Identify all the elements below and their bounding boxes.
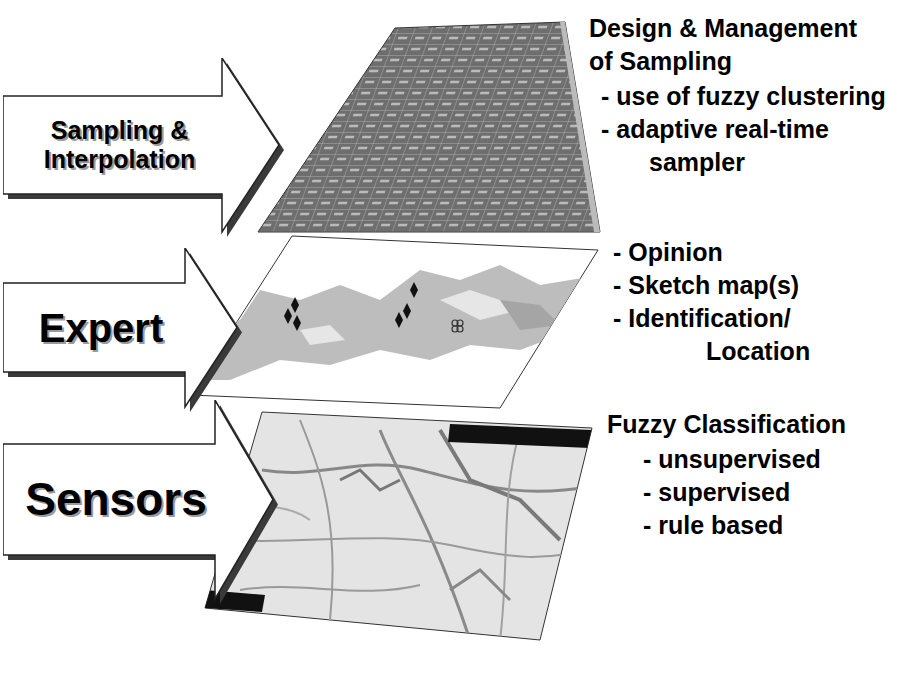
annotation-text: - Sketch map(s) [610,269,802,302]
arrow-label: Sampling & Interpolation [17,98,222,192]
arrow-label: Expert [17,285,185,370]
block-arrow: Sensors [3,400,279,605]
block-arrow: Sampling & Interpolation [3,58,285,238]
annotation-text: - use of fuzzy clustering [598,80,889,113]
sampling-grid-sheet [258,22,600,232]
annotation-text: - Opinion [610,236,726,269]
annotation-text: - adaptive real-time sampler [598,113,878,179]
annotation-text: - unsupervised [640,443,824,476]
block-arrow: Expert [3,248,243,413]
expert-sheet [190,236,600,408]
annotation-text: - supervised [640,476,793,509]
annotation-text: - Identification/ Location [610,302,832,368]
annotation-text: - rule based [640,509,786,542]
expert-marker [284,282,418,331]
annotation-text: Design & Management of Sampling [586,12,878,78]
annotation-text: Fuzzy Classification [604,408,849,441]
arrow-label: Sensors [17,446,215,553]
